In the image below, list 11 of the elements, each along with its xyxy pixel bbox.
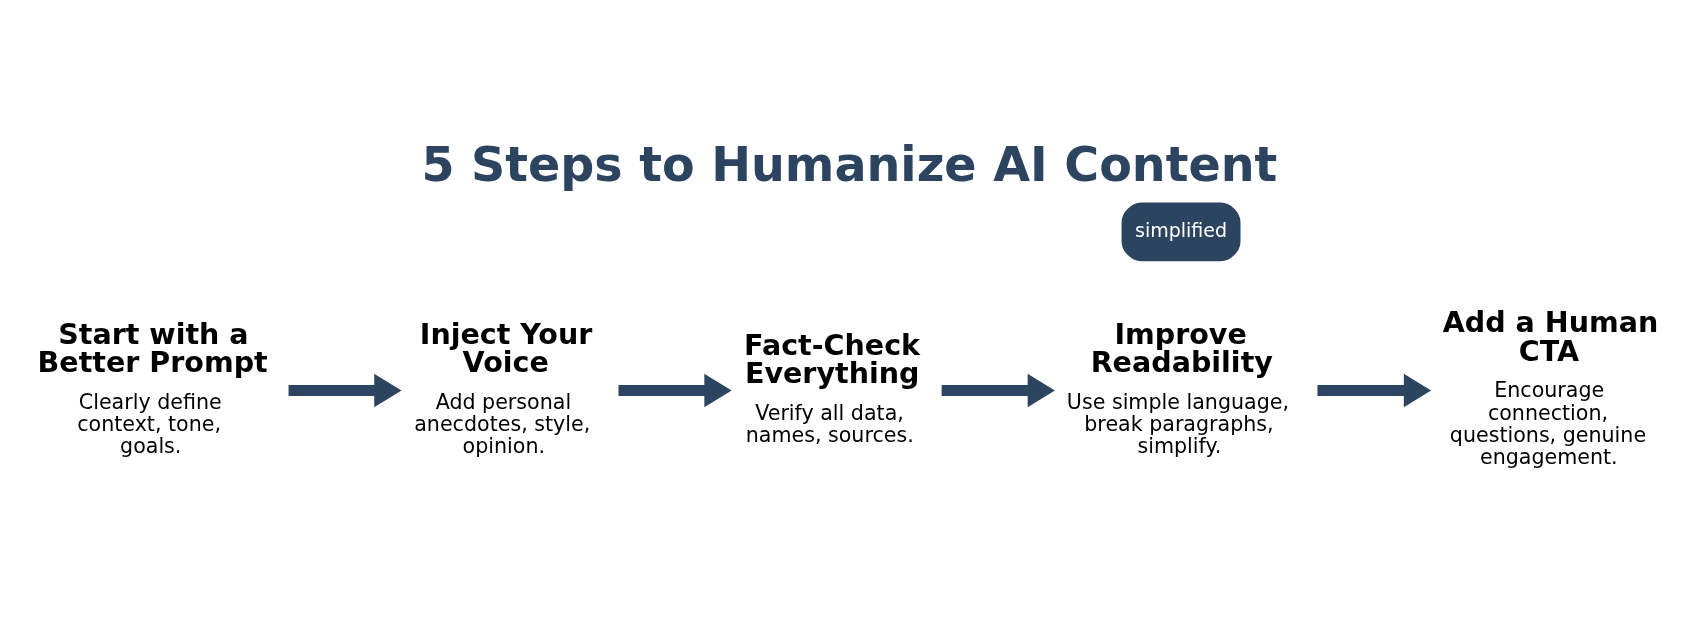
node-text: Start with a Better Prompt Clearly define context, tone, goals. xyxy=(37,317,268,458)
arrow xyxy=(618,373,732,408)
node-text: Improve Readability Use simple language, break paragraphs, simplify. xyxy=(1066,317,1289,458)
node-text: Inject Your Voice Add personal anecdotes, style, opinion. xyxy=(414,317,593,458)
node-text: Fact-Check Everything Verify all data, names, sources. xyxy=(744,328,921,447)
node-text: Add a Human CTA Encourage connection, questions, genuine engagement. xyxy=(1442,306,1659,470)
arrow xyxy=(941,373,1055,408)
arrow xyxy=(1317,373,1432,408)
label: simplified xyxy=(1134,218,1228,241)
diagram-title: 5 Steps to Humanize AI Content xyxy=(421,137,1278,193)
arrow xyxy=(288,373,402,408)
